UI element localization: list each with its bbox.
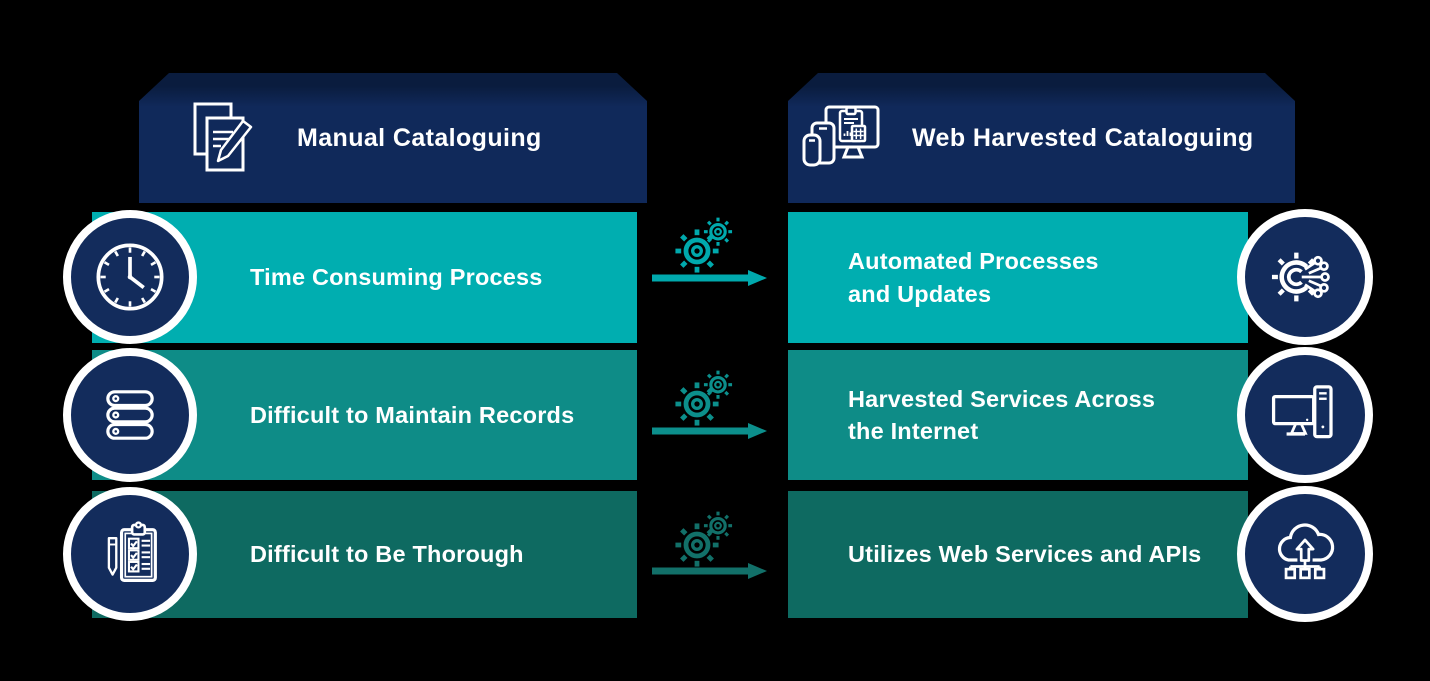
connector-row-1	[650, 212, 780, 343]
arrow-right-icon	[652, 562, 770, 580]
clipboard-checklist-pen-icon-circle	[63, 487, 197, 621]
devices-monitor-tablet-phone-icon	[802, 97, 894, 185]
header-title: Manual Cataloguing	[297, 123, 542, 152]
row-label: Utilizes Web Services and APIs	[848, 541, 1202, 568]
row-automated-processes-and-updates: Automated Processes and Updates	[788, 212, 1248, 343]
server-stack-icon-circle	[63, 348, 197, 482]
clock-icon-circle	[63, 210, 197, 344]
clipboard-checklist-pen-icon	[107, 521, 157, 582]
row-label: Time Consuming Process	[250, 264, 543, 291]
cloud-upload-network-icon-circle	[1237, 486, 1373, 622]
connector-row-3	[650, 491, 780, 618]
clock-icon	[96, 243, 164, 311]
cloud-upload-network-icon	[1277, 523, 1335, 580]
row-utilizes-web-services-and-apis: Utilizes Web Services and APIs	[788, 491, 1248, 618]
server-stack-icon	[106, 390, 154, 440]
gears-icon	[670, 212, 756, 276]
documents-pencil-icon	[179, 96, 267, 184]
header-manual-cataloguing: Manual Cataloguing	[139, 73, 647, 203]
arrow-right-icon	[652, 269, 770, 287]
header-title: Web Harvested Cataloguing	[912, 123, 1254, 152]
gears-icon	[670, 365, 756, 429]
row-difficult-to-maintain-records: Difficult to Maintain Records	[92, 350, 637, 480]
gear-circuit-icon-circle	[1237, 209, 1373, 345]
row-label: Harvested Services Across the Internet	[848, 385, 1156, 444]
row-label: Difficult to Maintain Records	[250, 401, 575, 428]
header-web-harvested-cataloguing: Web Harvested Cataloguing	[788, 73, 1295, 203]
row-label: Difficult to Be Thorough	[250, 541, 524, 568]
desktop-computer-icon	[1271, 385, 1333, 439]
connector-row-2	[650, 350, 780, 480]
row-label: Automated Processes and Updates	[848, 248, 1099, 307]
gear-circuit-icon	[1271, 252, 1330, 302]
desktop-computer-icon-circle	[1237, 347, 1373, 483]
row-harvested-services-across-internet: Harvested Services Across the Internet	[788, 350, 1248, 480]
arrow-right-icon	[652, 422, 770, 440]
gears-icon	[670, 506, 756, 570]
